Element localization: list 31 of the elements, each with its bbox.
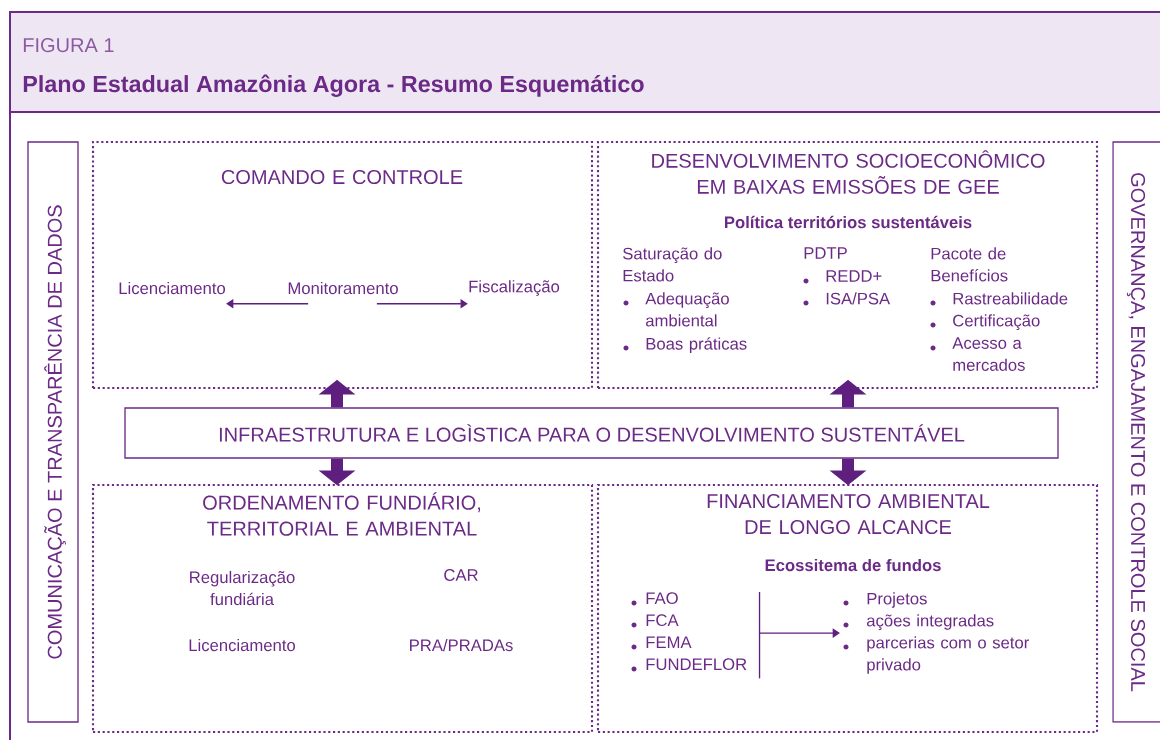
list-heading: Saturação do Estado (623, 247, 722, 282)
item-text: Regularização fundiária (190, 570, 295, 606)
subheading: Ecossitema de fundos (765, 558, 941, 572)
list-item: Rastreabilidade (953, 292, 1068, 305)
section-heading: FINANCIAMENTO AMBIENTAL DE LONGO ALCANCE (707, 493, 990, 535)
subheading: Política territórios sustentáveis (725, 215, 972, 229)
list-item: REDD+ (826, 270, 882, 282)
section-heading: COMANDO E CONTROLE (221, 169, 463, 185)
bullet-list: Projetos ações integradas parcerias com o setor privado (867, 592, 1029, 674)
item-text: Licenciamento (189, 638, 296, 652)
side-box: COMUNICAÇÃO E TRANSPARÊNCIA DE DADOS (27, 141, 79, 723)
section-heading: DESENVOLVIMENTO SOCIOECONÔMICO EM BAIXAS EMISSÕES DE GEE (652, 150, 1045, 194)
item-text: CAR (444, 569, 478, 581)
list-item: Adequação ambiental (645, 292, 729, 327)
title: Plano Estadual Amazônia Agora - Resumo Esquemático (23, 74, 644, 97)
item-text: Fiscalização (469, 280, 560, 296)
list-item: Boas práticas (646, 337, 747, 353)
list-heading: Pacote de Benefícios (931, 247, 1008, 282)
bullet-list: FAO FCA FEMA FUNDEFLOR (646, 592, 747, 671)
side-box: GOVERNANÇA, ENGAJAMENTO E CONTROLE SOCIAL (1112, 141, 1160, 723)
bracket-arrow (758, 591, 840, 679)
list-item: ISA/PSA (826, 292, 891, 305)
section-heading: ORDENAMENTO FUNDIÁRIO, TERRITORIAL E AMBIENTAL (203, 492, 481, 536)
list-heading: PDTP (804, 247, 847, 259)
item-text: Licenciamento (119, 281, 225, 295)
list-item: Certificação (953, 314, 1040, 330)
item-text: Monitoramento (288, 281, 398, 295)
banner-box: INFRAESTRUTURA E LOGÌSTICA PARA O DESENVOLVIMENTO SUSTENTÁVEL (124, 407, 1059, 459)
figure-number: FIGURA 1 (23, 38, 114, 53)
list-item: Acesso a mercados (952, 337, 1025, 371)
item-text: PRA/PRADAs (410, 638, 513, 652)
